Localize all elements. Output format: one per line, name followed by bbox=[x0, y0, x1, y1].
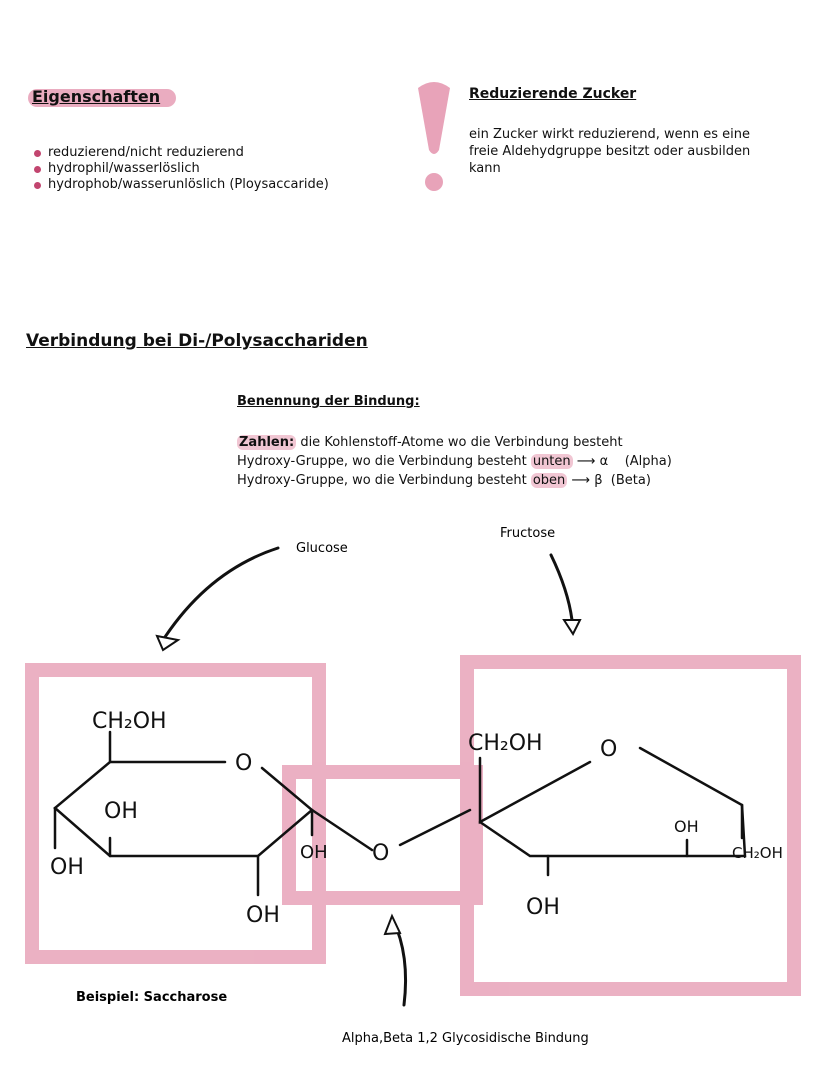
bridge-o: O bbox=[372, 841, 389, 866]
bond-section-heading: Verbindung bei Di-/Polysacchariden bbox=[26, 331, 368, 351]
properties-list: reduzierend/nicht reduzierend hydrophil/… bbox=[32, 145, 329, 193]
fructose-ch2oh-right: CH₂OH bbox=[732, 844, 783, 862]
bond-label: Alpha,Beta 1,2 Glycosidische Bindung bbox=[342, 1031, 589, 1046]
glucose-ch2oh: CH₂OH bbox=[92, 709, 167, 734]
exclamation-icon bbox=[418, 82, 450, 191]
above-mark: oben bbox=[530, 473, 568, 488]
fructose-label: Fructose bbox=[500, 526, 555, 541]
arrow-icon: ⟶ bbox=[571, 473, 595, 488]
glucose-label: Glucose bbox=[296, 541, 348, 556]
bond-line-3: Hydroxy-Gruppe, wo die Verbindung besteh… bbox=[237, 473, 651, 488]
properties-heading: Eigenschaften bbox=[32, 87, 161, 106]
bond-line-2: Hydroxy-Gruppe, wo die Verbindung besteh… bbox=[237, 454, 672, 469]
fructose-oh: OH bbox=[526, 895, 560, 920]
fructose-box bbox=[460, 655, 801, 996]
fructose-ring-o: O bbox=[600, 737, 617, 762]
numbers-mark: Zahlen: bbox=[237, 435, 297, 450]
glucose-ring-o: O bbox=[235, 751, 252, 776]
list-item: hydrophil/wasserlöslich bbox=[32, 161, 329, 177]
alpha-symbol: α bbox=[599, 454, 609, 469]
bond-line-1: Zahlen: die Kohlenstoff-Atome wo die Ver… bbox=[237, 435, 623, 450]
beta-symbol: β bbox=[594, 473, 603, 488]
list-item: reduzierend/nicht reduzierend bbox=[32, 145, 329, 161]
fructose-oh: OH bbox=[674, 817, 699, 836]
glucose-oh: OH bbox=[246, 903, 280, 928]
bond-subheading: Benennung der Bindung: bbox=[237, 394, 420, 409]
below-mark: unten bbox=[530, 454, 573, 469]
fructose-ch2oh: CH₂OH bbox=[468, 731, 543, 756]
arrow-icon: ⟶ bbox=[576, 454, 600, 469]
glucose-arrow bbox=[163, 546, 280, 639]
list-item: hydrophob/wasserunlöslich (Ploysaccaride… bbox=[32, 177, 329, 193]
glucose-oh: OH bbox=[104, 799, 138, 824]
glucose-oh: OH bbox=[300, 842, 328, 863]
example-label: Beispiel: Saccharose bbox=[76, 990, 227, 1005]
note-text: ein Zucker wirkt reduzierend, wenn es ei… bbox=[469, 127, 751, 176]
saccharose-diagram: Glucose Fructose CH₂OH O OH OH bbox=[25, 526, 801, 1046]
note-heading: Reduzierende Zucker bbox=[469, 86, 637, 102]
fructose-arrow bbox=[549, 553, 574, 622]
heading-highlight bbox=[28, 89, 176, 107]
bond-box bbox=[282, 765, 483, 905]
glucose-oh: OH bbox=[50, 855, 84, 880]
